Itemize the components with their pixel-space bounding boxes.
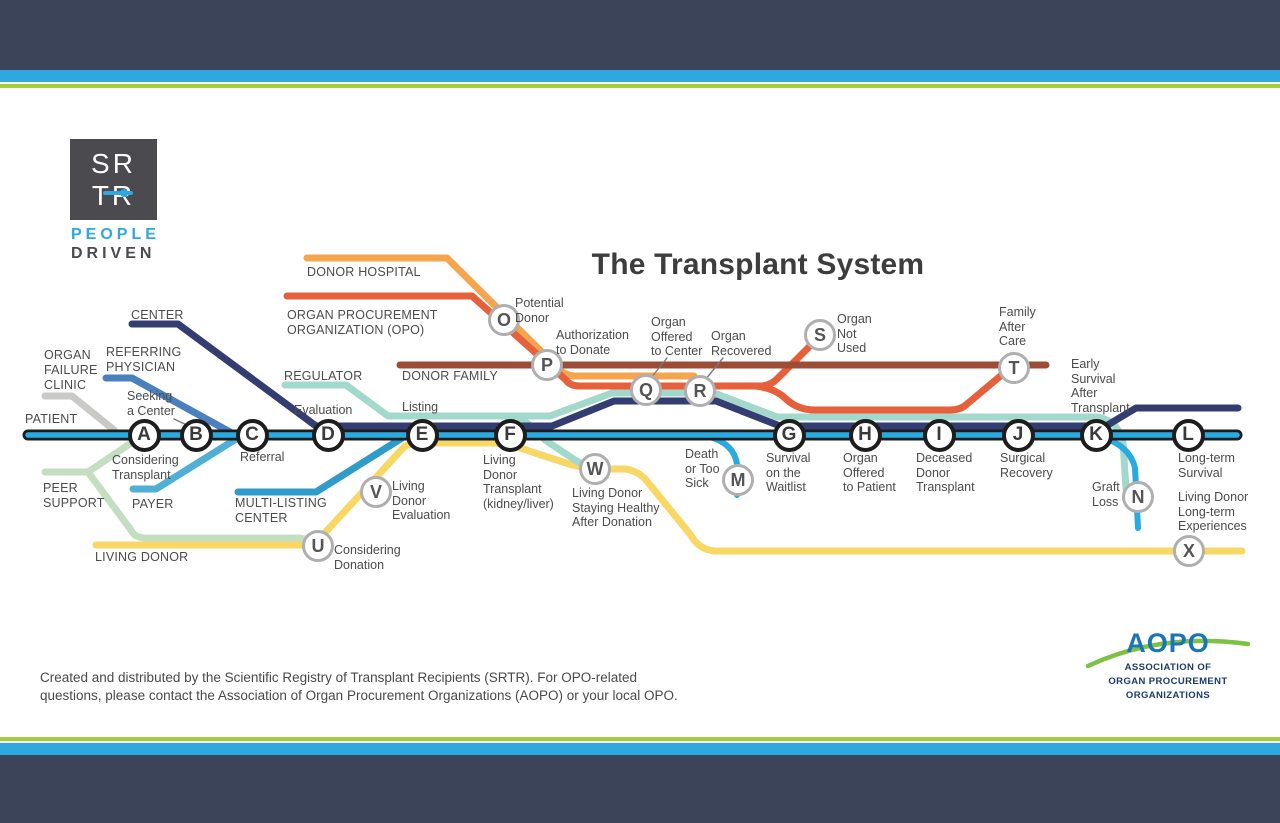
station-label-B: Seeking a Center — [127, 389, 175, 418]
station-G: G — [772, 418, 806, 452]
station-I: I — [922, 418, 956, 452]
aopo-org-name: ASSOCIATION OF ORGAN PROCUREMENT ORGANIZ… — [1108, 662, 1228, 701]
aopo-wordmark: AOPO — [1126, 628, 1210, 658]
srtr-transit-dash-icon — [103, 191, 133, 195]
line-label-center: CENTER — [131, 308, 184, 322]
line-label-multi-listing-center: MULTI-LISTING CENTER — [235, 496, 327, 525]
station-U: U — [302, 530, 334, 562]
srtr-logo-line1: SR — [91, 148, 136, 180]
bottom-border-navy — [0, 755, 1280, 823]
station-label-I: Deceased Donor Transplant — [916, 451, 975, 494]
living-donor-line — [92, 439, 1246, 555]
station-V: V — [360, 476, 392, 508]
station-F: F — [493, 418, 527, 452]
station-label-O: Potential Donor — [515, 296, 564, 325]
srtr-logo-line2: TR — [91, 179, 136, 211]
attribution-text: Created and distributed by the Scientifi… — [40, 670, 678, 703]
station-label-H: Organ Offered to Patient — [843, 451, 896, 494]
station-Q: Q — [630, 374, 662, 406]
station-label-F: Living Donor Transplant (kidney/liver) — [483, 453, 554, 511]
station-X: X — [1173, 535, 1205, 567]
top-border-green — [0, 84, 1280, 88]
station-label-N: Graft Loss — [1092, 480, 1120, 509]
station-label-D: Evaluation — [294, 403, 353, 417]
callout-organ-offered-to-center — [650, 357, 668, 379]
station-S: S — [804, 319, 836, 351]
station-L: L — [1171, 418, 1205, 452]
station-label-K: Early Survival After Transplant — [1071, 357, 1130, 415]
station-label-M: Death or Too Sick — [685, 447, 720, 490]
bottom-border-green — [0, 737, 1280, 741]
station-label-E: Listing — [402, 400, 439, 414]
opo-line-family-branch — [751, 364, 1014, 414]
line-label-regulator: REGULATOR — [284, 369, 363, 383]
station-A: A — [127, 418, 161, 452]
station-label-C: Referral — [240, 450, 285, 464]
station-P: P — [531, 349, 563, 381]
station-label-T: Family After Care — [999, 305, 1036, 348]
referring-physician-line — [102, 374, 234, 436]
station-R: R — [684, 375, 716, 407]
station-label-L: Long-term Survival — [1178, 451, 1235, 480]
station-E: E — [405, 418, 439, 452]
station-label-X: Living Donor Long-term Experiences — [1178, 490, 1249, 533]
multi-listing-center-line — [234, 434, 406, 496]
aopo-swoosh-icon — [1085, 638, 1251, 669]
srtr-transit-dot-icon — [120, 188, 128, 197]
opo-line — [283, 292, 820, 390]
station-N: N — [1122, 481, 1154, 513]
station-K: K — [1079, 418, 1113, 452]
station-O: O — [488, 304, 520, 336]
page-title: The Transplant System — [591, 248, 925, 281]
line-label-payer: PAYER — [132, 497, 174, 511]
srtr-tagline-people: PEOPLE — [71, 226, 160, 243]
station-label-S: Organ Not Used — [837, 312, 872, 355]
line-label-living-donor: LIVING DONOR — [95, 550, 189, 564]
station-W: W — [579, 453, 611, 485]
station-label-G: Survival on the Waitlist — [766, 451, 811, 494]
line-label-donor-hospital: DONOR HOSPITAL — [307, 265, 421, 279]
station-label-R: Organ Recovered — [711, 329, 772, 358]
aopo-logo: AOPO ASSOCIATION OF ORGAN PROCUREMENT OR… — [1085, 628, 1251, 702]
center-line — [128, 320, 1242, 430]
srtr-logo: SR TR — [70, 139, 157, 220]
line-label-opo: ORGAN PROCUREMENT ORGANIZATION (OPO) — [287, 308, 438, 337]
station-label-W: Living Donor Staying Healthy After Donat… — [572, 486, 660, 529]
line-label-donor-family: DONOR FAMILY — [402, 369, 498, 383]
payer-line — [129, 430, 248, 493]
station-label-Q: Organ Offered to Center — [651, 315, 703, 358]
line-label-patient: PATIENT — [25, 412, 78, 426]
station-C: C — [235, 418, 269, 452]
station-T: T — [998, 352, 1030, 384]
line-label-referring-physician: REFERRING PHYSICIAN — [106, 345, 182, 374]
station-B: B — [179, 418, 213, 452]
bottom-border-blue — [0, 743, 1280, 755]
station-J: J — [1001, 418, 1035, 452]
station-label-U: Considering Donation — [334, 543, 401, 572]
organ-failure-clinic-line — [41, 392, 118, 434]
station-label-J: Surgical Recovery — [1000, 451, 1053, 480]
top-border-blue — [0, 70, 1280, 82]
top-border-navy — [0, 0, 1280, 70]
station-M: M — [722, 464, 754, 496]
line-label-organ-failure-clinic: ORGAN FAILURE CLINIC — [44, 348, 98, 392]
srtr-tagline-driven: DRIVEN — [71, 245, 156, 262]
station-label-V: Living Donor Evaluation — [392, 479, 451, 522]
station-label-A: Considering Transplant — [112, 453, 179, 482]
station-D: D — [311, 418, 345, 452]
station-label-P: Authorization to Donate — [556, 328, 629, 357]
station-H: H — [848, 418, 882, 452]
line-label-peer-support: PEER SUPPORT — [43, 481, 105, 510]
